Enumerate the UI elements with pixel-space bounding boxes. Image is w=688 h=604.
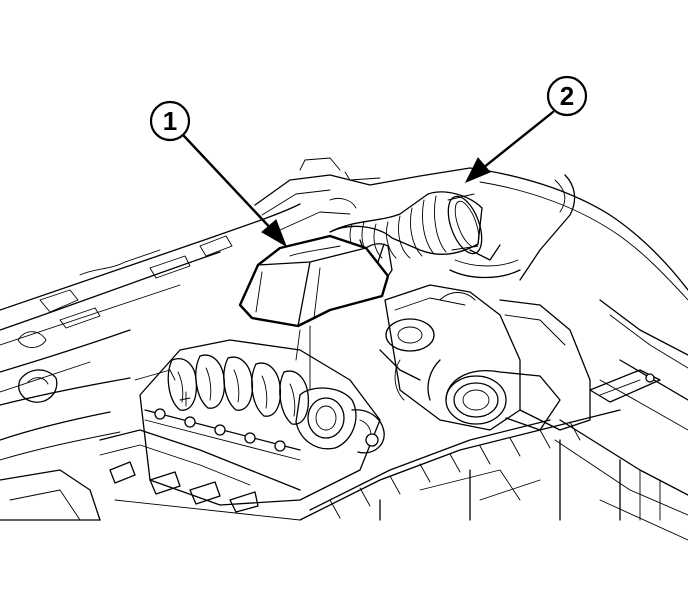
- callout-1-label: 1: [163, 106, 177, 136]
- intake-opening: [445, 370, 561, 431]
- callout-2-label: 2: [560, 81, 574, 111]
- air-cleaner-area: [379, 244, 591, 431]
- throttle-body: [295, 387, 385, 454]
- intake-runners: [167, 354, 310, 425]
- callout-2-arrowhead: [464, 157, 491, 183]
- callout-2: 2: [464, 75, 588, 183]
- body-structure: [0, 157, 688, 541]
- callout-1-arrowhead: [261, 219, 287, 248]
- left-fender: [0, 369, 131, 521]
- intake-manifold: [99, 339, 385, 521]
- resonator-cover: [238, 234, 393, 328]
- radiator-support: [299, 369, 661, 521]
- bellows-hose: [329, 191, 483, 263]
- callout-1: 1: [149, 100, 287, 248]
